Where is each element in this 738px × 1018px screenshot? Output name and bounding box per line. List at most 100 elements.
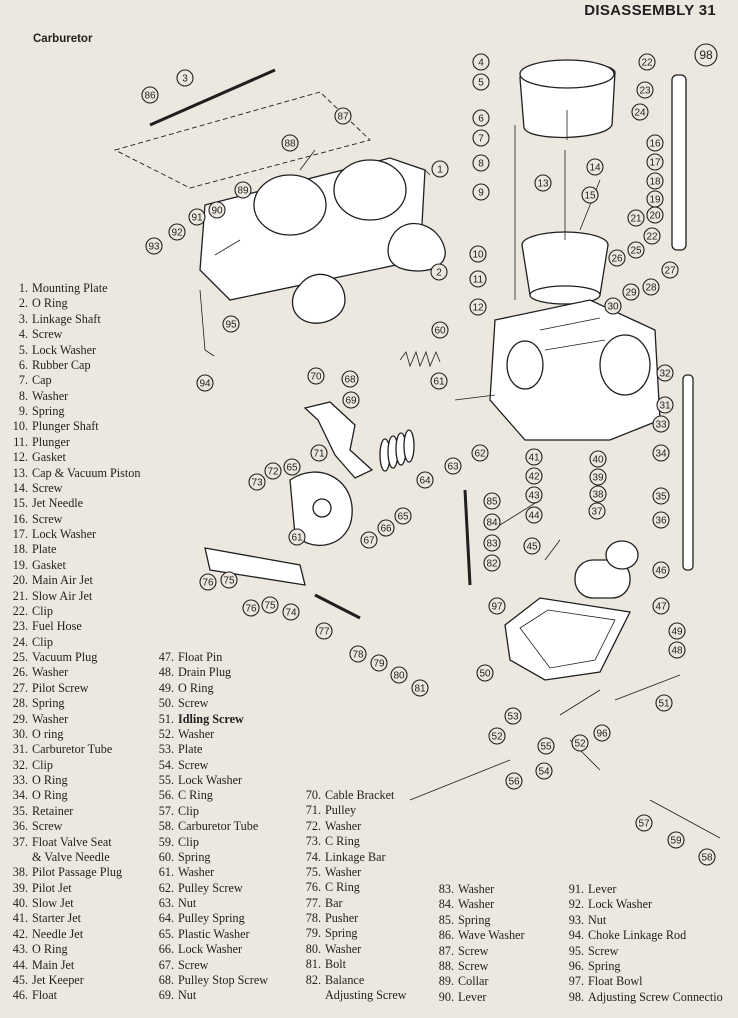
part-name: Washer [325,941,362,956]
svg-text:75: 75 [264,601,276,612]
part-list-item: 72.Washer [282,819,407,834]
part-number: 95. [568,943,584,958]
part-list-item: 20.Main Air Jet [2,573,140,588]
svg-text:18: 18 [649,177,661,188]
part-number: 8. [18,388,28,403]
callout-7: 7 [472,129,490,147]
part-list-item: 98. Adjusting Screw Connectio [540,990,723,1005]
part-number: 98. [568,989,584,1004]
callout-73: 73 [248,473,266,491]
part-name: Clip [32,603,53,618]
part-list-item: 85.Spring [410,913,525,928]
part-list-item: 86.Wave Washer [410,928,525,943]
pulley-drawing [289,471,353,546]
part-list-item: 93.Nut [540,913,723,928]
callout-83: 83 [483,534,501,552]
callout-61-lower: 61 [288,528,306,546]
part-number: 18. [12,542,28,557]
part-list-item: 14.Screw [2,481,140,496]
part-name: Bolt [325,957,346,972]
callout-15: 15 [581,186,599,204]
part-list-item: 49.O Ring [130,681,268,696]
svg-text:82: 82 [486,559,498,570]
callout-68: 68 [341,370,359,388]
part-list-item: 40.Slow Jet [2,896,140,911]
part-list-item: 80.Washer [282,942,407,957]
part-list-item: 43.O Ring [2,942,140,957]
svg-text:6: 6 [478,114,484,125]
svg-text:35: 35 [655,492,667,503]
callout-39: 39 [589,468,607,486]
callout-67: 67 [360,531,378,549]
callout-6: 6 [472,109,490,127]
svg-text:28: 28 [645,283,657,294]
part-number: 51. [158,711,174,726]
callout-29: 29 [622,283,640,301]
svg-text:43: 43 [528,491,540,502]
part-number: 94. [568,928,584,943]
svg-text:94: 94 [199,379,211,390]
part-name: Pusher [325,911,359,925]
callout-57: 57 [635,814,653,832]
svg-text:86: 86 [144,91,156,102]
part-number: 81. [305,957,321,972]
callout-40: 40 [589,450,607,468]
part-number: 62. [158,880,174,895]
part-list-item: 34.O Ring [2,788,140,803]
part-number: 21. [12,588,28,603]
part-name: C Ring [325,834,360,849]
part-name: Spring [32,404,65,418]
part-name: Adjusting Screw Connectio [588,989,723,1004]
callout-26: 26 [608,249,626,267]
part-number: 78. [305,911,321,925]
part-name: Pulley [325,803,357,818]
part-list-item: 61.Washer [130,865,268,880]
svg-text:13: 13 [537,179,549,190]
part-number: 59. [158,834,174,849]
part-name: Screw [178,757,209,772]
callout-86: 86 [141,86,159,104]
part-list-item: 87.Screw [410,944,525,959]
callout-75-upper: 75 [220,571,238,589]
callout-24: 24 [631,103,649,121]
part-list-item: 92.Lock Washer [540,897,723,912]
svg-text:76: 76 [245,604,257,615]
part-list-item: 16.Screw [2,512,140,527]
part-list-item: 46.Float [2,988,140,1003]
part-name: Jet Needle [32,496,84,511]
svg-text:78: 78 [352,650,364,661]
callout-45: 45 [523,537,541,555]
callout-44: 44 [525,506,543,524]
svg-text:61: 61 [433,377,445,388]
callout-85: 85 [483,492,501,510]
part-list-item: 3.Linkage Shaft [2,312,140,327]
part-list-item: 10.Plunger Shaft [2,419,140,434]
part-number: 89. [438,974,454,989]
part-list-item: 97.Float Bowl [540,974,723,989]
part-name: Float Pin [178,650,223,664]
part-name: Lock Washer [32,527,97,541]
callout-35: 35 [652,487,670,505]
svg-text:61: 61 [291,533,303,544]
part-list-item: 70.Cable Bracket [282,788,407,803]
svg-text:69: 69 [345,396,357,407]
part-name: O Ring [32,788,68,803]
svg-text:12: 12 [472,303,484,314]
part-name: O ring [32,726,64,741]
part-list-item: 73.C Ring [282,834,407,849]
part-number: 88. [438,958,454,973]
part-list-item: 75.Washer [282,865,407,880]
callout-8: 8 [472,154,490,172]
svg-text:47: 47 [655,602,667,613]
part-list-item: 52.Washer [130,727,268,742]
part-list-item: 50.Screw [130,696,268,711]
part-name: Screw [32,480,63,495]
float-bowl-drawing [504,597,631,681]
carburetor-body-drawing [489,299,661,441]
part-number: 85. [438,912,454,927]
svg-text:44: 44 [528,511,540,522]
part-list-item: 27.Pilot Screw [2,681,140,696]
svg-text:20: 20 [649,211,661,222]
part-name: O Ring [32,296,68,311]
